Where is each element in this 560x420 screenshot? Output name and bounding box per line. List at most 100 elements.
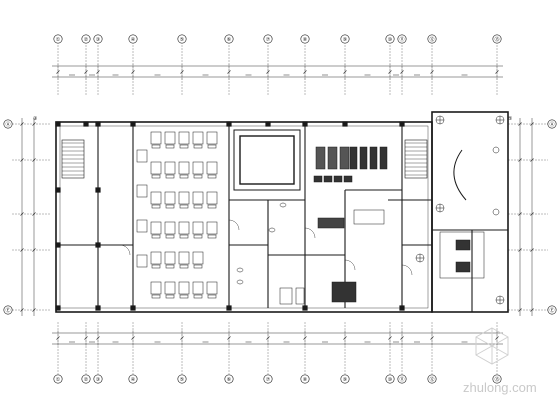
- axis-bubble-top: [397, 34, 407, 44]
- door-swing: [119, 244, 131, 256]
- seat-desk: [164, 221, 176, 235]
- axis-label-top: ①: [56, 37, 61, 43]
- axis-label-bottom: ⑬: [494, 376, 499, 383]
- axis-bubble-top: [93, 34, 103, 44]
- seat-desk: [192, 131, 204, 145]
- seat-chair: [151, 264, 161, 269]
- seat-chair: [179, 264, 189, 269]
- column-pillar: [83, 121, 89, 127]
- axis-label-top: ②: [84, 37, 89, 43]
- seat-chair: [165, 234, 175, 239]
- sofa-table: [455, 261, 471, 273]
- axis-bubble-bottom: [177, 374, 187, 384]
- bed-dark: [369, 146, 378, 170]
- plant-leaf: [496, 296, 504, 304]
- building-walls: [55, 111, 509, 313]
- axis-bubble-top: [263, 34, 273, 44]
- seat-chair: [165, 294, 175, 299]
- seat-desk: [164, 281, 176, 295]
- seat-desk: [164, 191, 176, 205]
- axis-label-right: Ⓐ: [549, 121, 554, 128]
- axis-label-top: ⑦: [266, 37, 271, 43]
- axis-bubble-left: [3, 119, 13, 129]
- column-pillar: [55, 187, 61, 193]
- curved-counter: [453, 149, 467, 201]
- seat-chair: [151, 144, 161, 149]
- fixture: [268, 227, 276, 233]
- axis-label-top: ⑩: [388, 37, 393, 43]
- column-pillar: [130, 121, 136, 127]
- seat-chair: [193, 174, 203, 179]
- locker-unit: [295, 287, 305, 305]
- column-pillar: [55, 121, 61, 127]
- seat-desk: [206, 221, 218, 235]
- reception-counter: [353, 209, 385, 225]
- axis-label-top: ⑫: [429, 36, 434, 43]
- seat-chair: [179, 294, 189, 299]
- axis-bubble-bottom: [93, 374, 103, 384]
- axis-bubble-top: [492, 34, 502, 44]
- seat-desk: [150, 221, 162, 235]
- seat-chair: [193, 144, 203, 149]
- seat-desk: [136, 254, 148, 268]
- axis-label-bottom: ⑥: [227, 377, 232, 383]
- seat-desk: [206, 131, 218, 145]
- bed-dark: [327, 146, 338, 170]
- axis-bubble-top: [177, 34, 187, 44]
- plant-leaf: [496, 116, 504, 124]
- seat-chair: [151, 174, 161, 179]
- axis-bubble-top: [340, 34, 350, 44]
- pool-basin: [239, 135, 295, 185]
- axis-label-top: ⑤: [180, 37, 184, 43]
- door-swing: [304, 227, 316, 239]
- axis-label-bottom: ①: [56, 377, 61, 383]
- round-table: [492, 208, 500, 216]
- pool-room: [233, 129, 301, 191]
- axis-label-top: ④: [131, 37, 136, 43]
- axis-label-top: ⑥: [227, 37, 232, 43]
- axis-bubble-bottom: [224, 374, 234, 384]
- small-counter: [333, 175, 343, 183]
- equipment-block: [331, 281, 357, 303]
- axis-label-left: Ⓔ: [5, 307, 10, 314]
- right-axis-tag: ⑤: [508, 116, 512, 122]
- seat-chair: [151, 234, 161, 239]
- seat-chair: [165, 204, 175, 209]
- axis-bubble-top: [224, 34, 234, 44]
- bed-dark: [315, 146, 326, 170]
- seat-desk: [178, 281, 190, 295]
- seat-chair: [193, 264, 203, 269]
- axis-bubble-left: [3, 305, 13, 315]
- seat-desk: [164, 131, 176, 145]
- seat-chair: [207, 204, 217, 209]
- axis-bubble-top: [300, 34, 310, 44]
- axis-bubble-bottom: [53, 374, 63, 384]
- small-counter: [343, 175, 353, 183]
- axis-bubble-top: [427, 34, 437, 44]
- seat-desk: [206, 191, 218, 205]
- section-tags: ③ ⑤: [33, 116, 512, 122]
- axis-bubble-bottom: [263, 374, 273, 384]
- seat-desk: [192, 191, 204, 205]
- seat-chair: [179, 204, 189, 209]
- axis-label-top: ③: [96, 37, 100, 43]
- axis-bubble-bottom: [397, 374, 407, 384]
- axis-label-top: ⑪: [399, 36, 404, 43]
- door-swing: [401, 264, 413, 276]
- axis-bubble-bottom: [385, 374, 395, 384]
- sofa-table: [455, 239, 471, 251]
- plant-leaf: [436, 204, 444, 212]
- seat-desk: [136, 184, 148, 198]
- column-pillar: [342, 121, 348, 127]
- axis-bubble-right: [547, 305, 557, 315]
- seat-desk: [136, 219, 148, 233]
- column-pillar: [265, 121, 271, 127]
- fixture: [236, 267, 244, 273]
- axis-label-bottom: ⑫: [429, 376, 434, 383]
- column-pillar: [55, 305, 61, 311]
- column-pillar: [95, 121, 101, 127]
- seat-desk: [150, 131, 162, 145]
- axis-bubble-bottom: [81, 374, 91, 384]
